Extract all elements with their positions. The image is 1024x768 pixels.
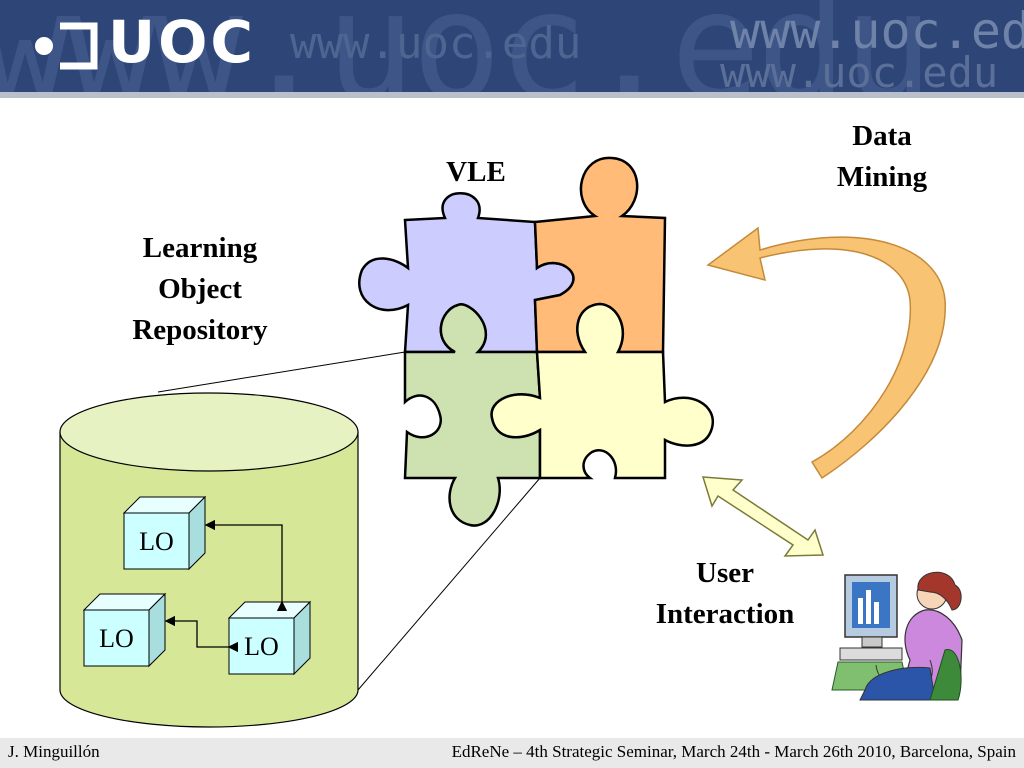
zoom-line-top [157, 351, 406, 393]
user-interaction-label-line2: Interaction [655, 598, 795, 630]
repository-label-line1: Learning [142, 232, 258, 264]
logo-text: UOC [108, 8, 256, 76]
footer-event: EdReNe – 4th Strategic Seminar, March 24… [451, 742, 1016, 761]
lo-connector-2-3 [164, 615, 239, 653]
repository-label-line3: Repository [132, 314, 268, 346]
data-mining-label-line1: Data [852, 120, 912, 152]
data-mining-arrow [706, 226, 946, 480]
data-mining-label-line2: Mining [836, 161, 928, 193]
data-mining-label: Data Mining [812, 116, 952, 198]
banner-watermark-right-small: www.uoc.edu [720, 48, 999, 92]
user-interaction-label-line1: User [696, 557, 754, 589]
lo-label-1: LO [139, 527, 174, 556]
user-interaction-arrow [701, 476, 825, 557]
lo-cube-1 [122, 495, 207, 571]
footer-bar [0, 738, 1024, 768]
puzzle-piece-yellow [490, 302, 715, 480]
banner-watermark-large: www.uoc.edu [0, 0, 933, 92]
user-at-computer-icon [831, 571, 963, 701]
user-interaction-label: User Interaction [625, 553, 825, 635]
zoom-line-bottom [357, 477, 541, 691]
repository-label: Learning Object Repository [110, 228, 290, 351]
lo-connector-1-3 [204, 519, 288, 612]
repository-cylinder [59, 392, 359, 728]
footer-author: J. Minguillón [8, 742, 100, 761]
lo-label-2: LO [99, 624, 134, 653]
banner-url-text: www.uoc.edu [290, 18, 582, 69]
lo-cube-2 [82, 592, 167, 668]
uoc-logo-icon [35, 22, 98, 70]
header-banner: www.uoc.edu www.uoc.edu www.uoc.edu www.… [0, 0, 1024, 92]
banner-shadow [0, 92, 1024, 98]
vle-label: VLE [446, 156, 506, 188]
repository-label-line2: Object [158, 273, 242, 305]
diagram-canvas [59, 156, 963, 728]
banner-watermark-right: www.uoc.edu [730, 2, 1024, 60]
lo-label-3: LO [244, 632, 279, 661]
